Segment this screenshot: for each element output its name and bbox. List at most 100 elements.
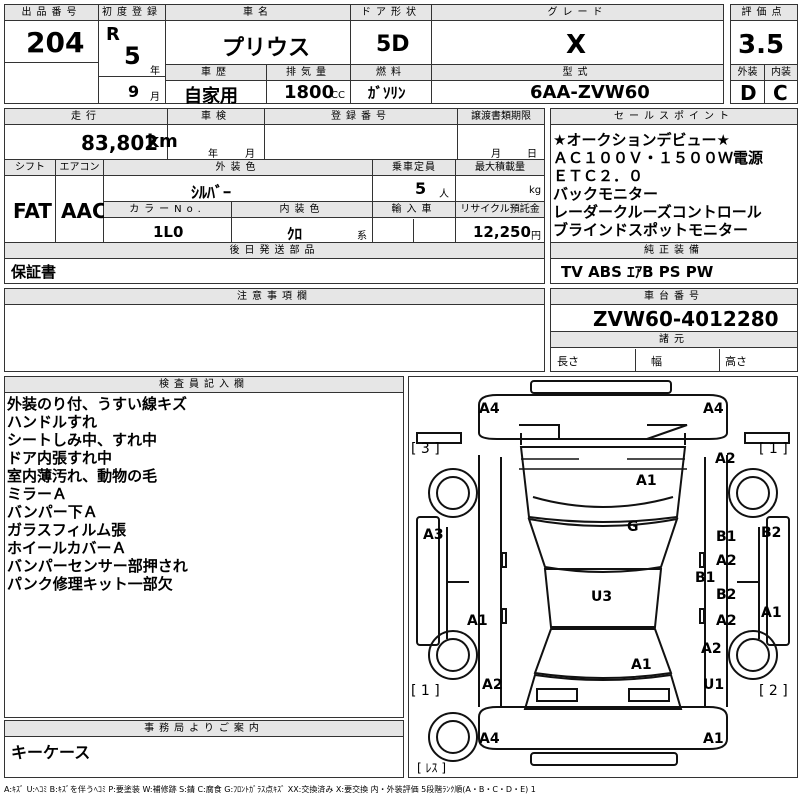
aircon: AAC	[61, 199, 107, 223]
kg-unit: kg	[529, 185, 542, 196]
km-unit: km	[147, 131, 178, 152]
int-color-header: 内装色	[232, 202, 372, 218]
inspector-note-item: バンパーセンサー部押され	[7, 557, 188, 575]
lot-no-header: 出品番号	[5, 5, 98, 21]
mileage-header: 走行	[5, 109, 167, 125]
deadline-day-unit: 日	[527, 149, 537, 160]
tire-3-label: 3	[420, 441, 430, 457]
deadline-month-unit: 月	[491, 149, 501, 160]
spare-tire-label: ﾚｽ	[425, 761, 438, 775]
car-name: プリウス	[222, 36, 311, 61]
import-header: 輸入車	[373, 202, 455, 218]
sales-points-header: セールスポイント	[551, 109, 797, 125]
damage-a1-right: A1	[761, 605, 782, 621]
damage-a2-right-front: A2	[715, 451, 736, 467]
interior-header: 内装	[764, 65, 797, 81]
sales-point-item: ブラインドスポットモニター	[553, 221, 749, 239]
grade-header: グレード	[432, 5, 723, 21]
first-reg-header: 初度登録	[99, 5, 165, 21]
notes-header: 注意事項欄	[5, 289, 544, 305]
inspector-note-item: ホイールカバーＡ	[7, 539, 127, 557]
door-type: 5D	[376, 32, 410, 57]
damage-a2-rear-door: A2	[716, 613, 737, 629]
tire-1-bottom-label: 1	[420, 683, 430, 699]
sales-point-item: ★オークションデビュー★	[553, 131, 730, 149]
inspector-note-item: ガラスフィルム張	[7, 521, 127, 539]
damage-u3-roof: U3	[591, 589, 613, 605]
damage-a1-hood: A1	[636, 473, 657, 489]
spare-tire-bracket: [ ﾚｽ ]	[417, 761, 447, 775]
tire-3-bracket: [ 3 ]	[411, 441, 440, 457]
door-header: ドア形状	[351, 5, 431, 21]
office-note: キーケース	[11, 743, 91, 762]
color-no: 1L0	[153, 223, 184, 241]
damage-a4-top-left: A4	[479, 401, 500, 417]
interior-score: C	[773, 81, 788, 105]
reg-no-header: 登録番号	[265, 109, 457, 125]
max-load-header: 最大積載量	[456, 160, 544, 176]
cc-unit: CC	[331, 90, 345, 101]
model-header: 型式	[432, 65, 723, 81]
damage-a2-rear-left: A2	[482, 677, 503, 693]
tire-1-label: 1	[768, 441, 778, 457]
spec-width: 幅	[651, 355, 662, 368]
damage-b1-front-door: B1	[716, 529, 737, 545]
kei-unit: 系	[357, 231, 367, 242]
reg-year: 5	[124, 42, 141, 70]
chassis-block: 車台番号 ZVW60-4012280 諸元 長さ 幅 高さ	[550, 288, 798, 372]
damage-a4-bottom-left: A4	[479, 731, 500, 747]
score-header: 評価点	[731, 5, 797, 21]
notes-block: 注意事項欄	[4, 288, 545, 372]
inspection-year-unit: 年	[208, 149, 218, 160]
damage-legend: A:ｷｽﾞ U:ﾍｺﾐ B:ｷｽﾞを伴うﾍｺﾐ P:要塗装 W:補修跡 S:錆 …	[4, 785, 536, 794]
tire-1-top-bracket: [ 1 ]	[759, 441, 788, 457]
office-header: 事務局よりご案内	[5, 721, 403, 737]
damage-b2-right: B2	[761, 525, 782, 541]
inspector-note-item: ドア内張すれ中	[7, 449, 113, 467]
capacity: 5	[415, 179, 427, 198]
int-color: ｸﾛ	[287, 225, 303, 243]
era: R	[106, 24, 120, 45]
car-outline	[416, 380, 790, 766]
damage-a1-trunk: A1	[631, 657, 652, 673]
inspection-month-unit: 月	[245, 149, 255, 160]
fuel-header: 燃料	[351, 65, 431, 81]
month-unit: 月	[150, 92, 160, 103]
damage-a1-left: A1	[467, 613, 488, 629]
recycle-fee: 12,250	[473, 223, 531, 241]
sales-point-item: レーダークルーズコントロール	[553, 203, 762, 221]
damage-a1-bottom-right: A1	[703, 731, 724, 747]
people-unit: 人	[439, 189, 449, 200]
spec-height: 高さ	[725, 355, 747, 368]
specs-header: 諸元	[551, 332, 797, 348]
inspector-note-item: パンク修理キット一部欠	[7, 575, 173, 593]
inspection-header: 車検	[168, 109, 264, 125]
yen-unit: 円	[531, 231, 541, 242]
inspector-notes-list: 外装のり付、うすい線キズハンドルすれシートしみ中、すれ中ドア内張すれ中室内薄汚れ…	[7, 395, 188, 593]
capacity-header: 乗車定員	[373, 160, 455, 176]
equipment-header: 純正装備	[551, 243, 797, 259]
model: 6AA-ZVW60	[530, 82, 650, 103]
shift: FAT	[13, 199, 52, 223]
header-block: 出品番号 204 初度登録 R 5 年 9 月 車名 プリウス ドア形状 5D …	[4, 4, 798, 107]
sales-point-item: ＥＴＣ２．０	[553, 167, 644, 185]
aircon-header: エアコン	[56, 160, 103, 176]
reg-month: 9	[128, 82, 140, 101]
inspector-note-item: バンパー下Ａ	[7, 503, 98, 521]
vehicle-detail-block: 走行 83,802 km 車検 年 月 登録番号 譲渡書類期限 月 日 シフト …	[4, 108, 545, 284]
deadline-header: 譲渡書類期限	[458, 109, 544, 125]
inspector-note-item: 室内薄汚れ、動物の毛	[7, 467, 158, 485]
equipment: TV ABS ｴｱB PS PW	[561, 263, 714, 281]
lot-number: 204	[26, 26, 85, 59]
mileage: 83,802	[81, 131, 159, 155]
chassis-number: ZVW60-4012280	[593, 307, 779, 331]
damage-a3-left: A3	[423, 527, 444, 543]
car-name-header: 車名	[166, 5, 350, 21]
tire-2-bracket: [ 2 ]	[759, 683, 788, 699]
office-block: 事務局よりご案内 キーケース	[4, 720, 404, 778]
tire-1-bottom-bracket: [ 1 ]	[411, 683, 440, 699]
recycle-header: リサイクル預託金	[456, 202, 544, 218]
exterior-score: D	[740, 81, 757, 105]
